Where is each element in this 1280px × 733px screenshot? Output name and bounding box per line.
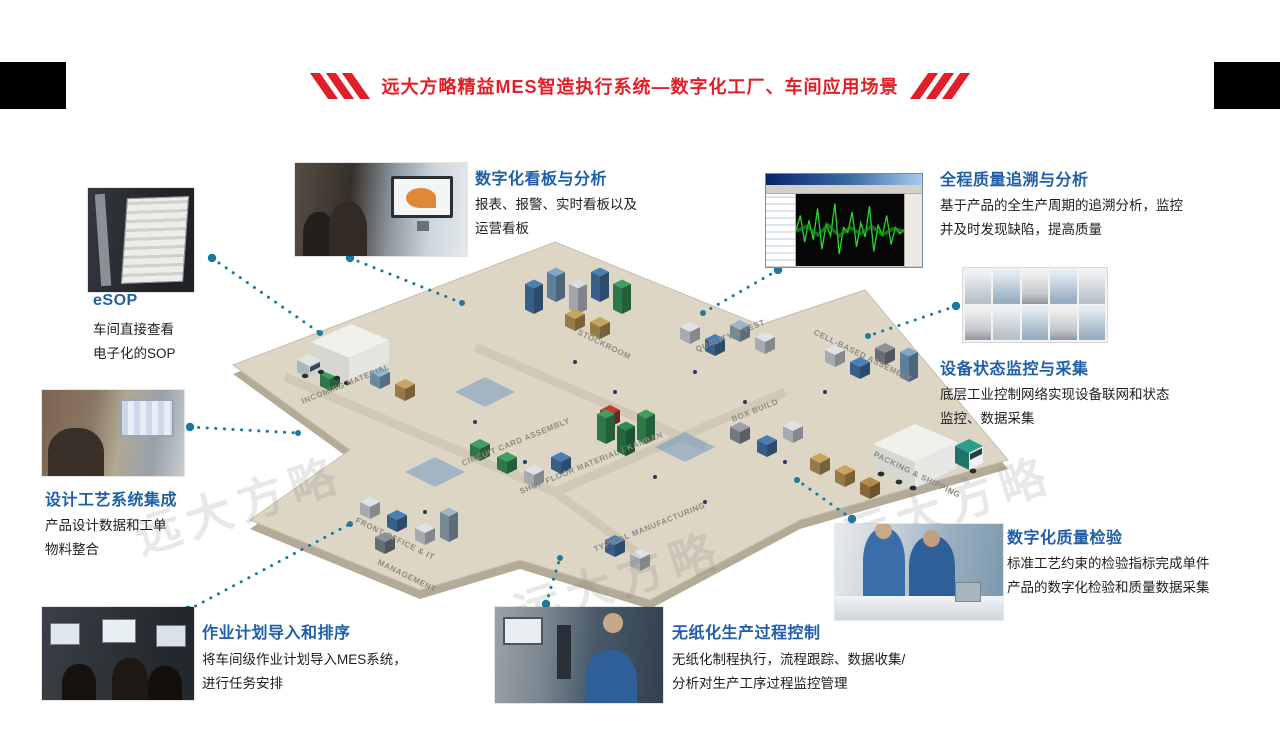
equipment-desc: 底层工业控制网络实现设备联网和状态 监控、数据采集 [940,383,1170,430]
planning-desc-line1: 将车间级作业计划导入MES系统， [202,652,407,667]
inspection-photo-equipment [955,582,981,602]
people-dots [423,360,827,514]
inspection-photo [835,524,1003,620]
equipment-desc-line1: 底层工业控制网络实现设备联网和状态 [940,387,1170,402]
equipment-title: 设备状态监控与采集 [940,361,1089,378]
paperless-photo-head [603,613,623,633]
inspection-photo-head2 [923,530,940,547]
esop-photo-strip [94,193,112,287]
inspection-desc-line2: 产品的数字化检验和质量数据采集 [1007,579,1210,595]
paperless-photo-screen [503,617,543,645]
aisles [283,342,787,566]
esop-desc: 车间直接查看 电子化的SOP [93,318,176,365]
planning-photo-person3 [148,666,182,700]
traceability-screenshot [765,173,923,268]
traceability-screenshot-listpane [766,194,796,266]
planning-photo-screen1 [50,623,80,645]
dashboard-photo-chart [406,188,436,208]
planning-photo-person1 [62,664,96,700]
equipment-thumb [1050,306,1077,340]
header: 远大方略精益MES智造执行系统—数字化工厂、车间应用场景 [0,62,1280,109]
dashboard-photo-stand [417,221,429,231]
dashboard-title: 数字化看板与分析 [475,171,608,188]
equipment-thumb [1078,306,1105,340]
esop-photo [88,188,194,292]
dashboard-photo [295,163,467,256]
traceability-desc-line2: 并及时发现缺陷，提高质量 [940,221,1102,237]
dashboard-desc-line1: 报表、报警、实时看板以及 [475,197,637,212]
design-title: 设计工艺系统集成 [45,492,178,509]
planning-desc: 将车间级作业计划导入MES系统， 进行任务安排 [202,648,407,695]
traceability-screenshot-chart [795,194,905,266]
inspection-desc: 标准工艺约束的检验指标完成单件 产品的数字化检验和质量数据采集 [1007,552,1210,599]
traceability-screenshot-toolbar [766,185,922,194]
dashboard-desc-line2: 运营看板 [475,220,529,236]
design-photo-person [48,428,104,476]
inspection-photo-person1 [863,528,905,600]
paperless-desc: 无纸化制程执行，流程跟踪、数据收集/ 分析对生产工序过程监控管理 [672,648,905,695]
traceability-screenshot-titlebar [766,174,922,185]
paperless-title: 无纸化生产过程控制 [672,625,821,642]
truck-shipping [873,424,983,491]
traceability-desc-line1: 基于产品的全生产周期的追溯分析，监控 [940,198,1183,213]
planning-photo-person2 [112,658,148,700]
equipment-thumb [1021,306,1049,340]
esop-title: eSOP [93,292,138,309]
inspection-photo-person2 [909,536,955,602]
paperless-photo [495,607,663,703]
planning-desc-line2: 进行任务安排 [202,675,283,691]
slashes-left-icon [310,72,371,99]
planning-photo [42,607,194,700]
planning-photo-screen2 [102,619,136,643]
inspection-title: 数字化质量检验 [1007,530,1123,547]
equipment-thumb [965,270,992,304]
equipment-thumb [1050,270,1077,304]
planning-title: 作业计划导入和排序 [202,625,351,642]
planning-photo-screen3 [156,625,186,647]
traceability-screenshot-body [766,194,922,266]
esop-desc-line2: 电子化的SOP [93,345,176,361]
design-photo-screen [120,399,174,437]
equipment-desc-line2: 监控、数据采集 [940,410,1035,426]
inspection-desc-line1: 标准工艺约束的检验指标完成单件 [1007,556,1210,571]
design-photo [42,390,184,476]
equipment-photo-grid [962,267,1108,343]
equipment-thumb [965,306,992,340]
traceability-title: 全程质量追溯与分析 [940,172,1089,189]
header-edge-bar-right [1214,62,1280,109]
paperless-desc-line1: 无纸化制程执行，流程跟踪、数据收集/ [672,652,906,667]
design-desc-line2: 物料整合 [45,541,99,557]
equipment-thumb [993,270,1020,304]
esop-photo-screen [120,196,190,284]
traceability-screenshot-rightpane [904,194,922,266]
traceability-desc: 基于产品的全生产周期的追溯分析，监控 并及时发现缺陷，提高质量 [940,194,1183,241]
dashboard-desc: 报表、报警、实时看板以及 运营看板 [475,193,637,240]
esop-desc-line1: 车间直接查看 [93,322,174,337]
equipment-thumb [1078,270,1105,304]
header-edge-bar-left [0,62,66,109]
paperless-photo-person [585,649,637,703]
page-title: 远大方略精益MES智造执行系统—数字化工厂、车间应用场景 [381,76,899,97]
equipment-thumb [1021,270,1049,304]
design-desc-line1: 产品设计数据和工单 [45,518,167,533]
paperless-desc-line2: 分析对生产工序过程监控管理 [672,675,848,691]
equipment-thumb [993,306,1020,340]
design-desc: 产品设计数据和工单 物料整合 [45,514,167,561]
dashboard-photo-screen [391,176,453,218]
dashboard-photo-person2 [329,202,367,256]
truck-incoming [297,324,389,386]
floor-zones [405,377,715,487]
inspection-photo-head1 [875,524,892,539]
paperless-photo-microscope [557,625,571,679]
slashes-right-icon [909,72,970,99]
green-waveform [795,203,905,255]
